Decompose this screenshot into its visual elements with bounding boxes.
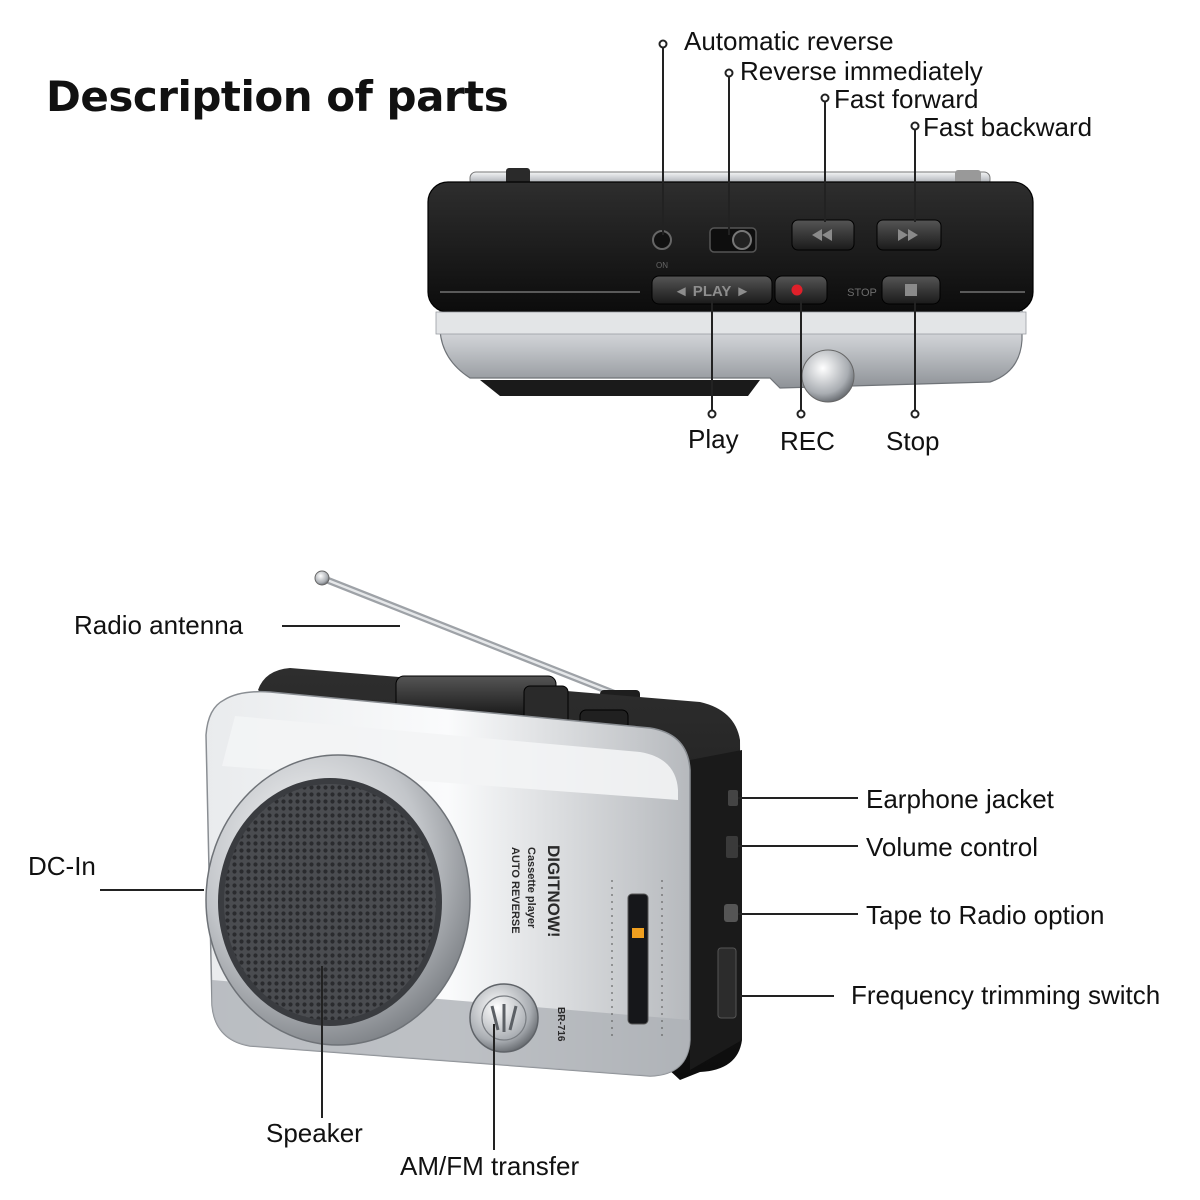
tuner-window xyxy=(611,880,663,1040)
reverse-immediately-switch[interactable] xyxy=(709,227,757,253)
label-fast-backward: Fast backward xyxy=(923,112,1093,142)
top-view-device: ON ◄ PLAY ► STOP xyxy=(427,168,1034,403)
label-am-fm-transfer: AM/FM transfer xyxy=(400,1151,580,1181)
rec-key[interactable] xyxy=(774,275,828,305)
play-key[interactable]: ◄ PLAY ► xyxy=(651,275,773,305)
stop-mark: STOP xyxy=(847,287,877,299)
rec-dot xyxy=(791,284,803,296)
fast-forward-key[interactable] xyxy=(791,219,855,251)
page-title: Description of parts xyxy=(46,72,509,121)
front-view-device: DIGITNOW! Cassette player AUTO REVERSE B… xyxy=(205,570,742,1080)
play-key-text: ◄ PLAY ► xyxy=(674,283,750,300)
svg-text:ON: ON xyxy=(656,261,668,270)
label-volume-control: Volume control xyxy=(866,832,1038,862)
device-brand: DIGITNOW! xyxy=(544,845,563,938)
label-frequency-trimming: Frequency trimming switch xyxy=(851,980,1161,1010)
label-stop: Stop xyxy=(886,426,940,456)
label-earphone-jacket: Earphone jacket xyxy=(866,784,1054,814)
label-fast-forward: Fast forward xyxy=(834,84,979,114)
stop-key[interactable] xyxy=(881,275,941,305)
label-tape-to-radio: Tape to Radio option xyxy=(866,900,1105,930)
label-reverse-immediately: Reverse immediately xyxy=(740,56,983,86)
front-view-leaders xyxy=(100,625,858,1150)
label-rec: REC xyxy=(780,426,835,456)
fast-backward-key[interactable] xyxy=(876,219,942,251)
label-radio-antenna: Radio antenna xyxy=(74,610,244,640)
device-line2: AUTO REVERSE xyxy=(509,847,521,934)
device-line1: Cassette player xyxy=(525,847,537,929)
am-fm-knob[interactable] xyxy=(469,983,539,1053)
top-view-leaders xyxy=(658,39,920,419)
speaker xyxy=(205,754,471,1046)
device-model: BR-716 xyxy=(555,1007,566,1042)
label-speaker: Speaker xyxy=(266,1118,363,1148)
label-automatic-reverse: Automatic reverse xyxy=(684,26,894,56)
label-play: Play xyxy=(688,424,739,454)
label-dc-in: DC-In xyxy=(28,851,96,881)
